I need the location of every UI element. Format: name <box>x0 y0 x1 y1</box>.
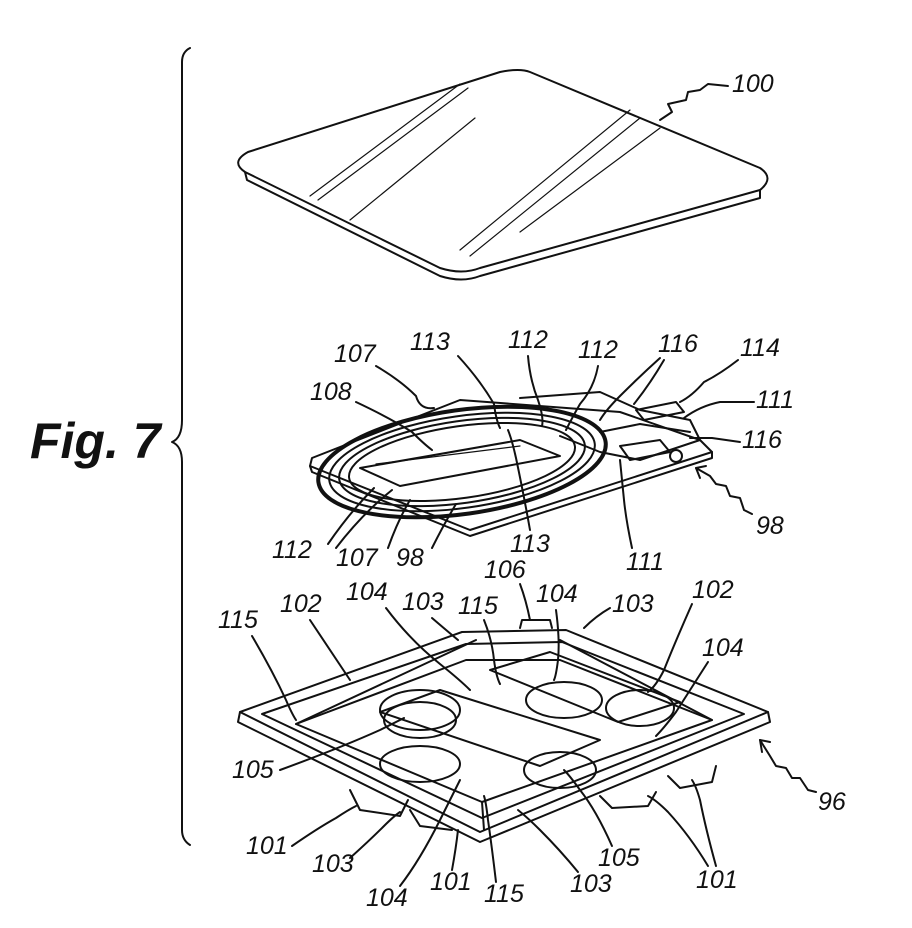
leader-101b <box>452 830 458 870</box>
label-103a: 103 <box>402 588 444 616</box>
leader-107a <box>376 366 434 408</box>
lid-100 <box>238 70 767 280</box>
label-101a: 101 <box>246 832 288 860</box>
label-108: 108 <box>310 378 352 406</box>
label-112a: 112 <box>508 326 548 354</box>
label-103d: 103 <box>570 870 612 898</box>
label-114: 114 <box>740 334 780 362</box>
label-115a: 115 <box>458 592 498 620</box>
label-112b: 112 <box>578 336 618 364</box>
label-100: 100 <box>732 70 774 98</box>
label-111a: 111 <box>756 386 794 414</box>
leader-103a <box>432 618 458 640</box>
label-115c: 115 <box>484 880 524 908</box>
leader-98a <box>696 468 752 514</box>
label-115b: 115 <box>218 606 258 634</box>
label-104a: 104 <box>346 578 388 606</box>
label-116a: 116 <box>658 330 698 358</box>
label-101b: 101 <box>430 868 472 896</box>
label-102b: 102 <box>692 576 734 604</box>
label-104b: 104 <box>536 580 578 608</box>
label-103b: 103 <box>612 590 654 618</box>
leader-103b <box>584 608 610 628</box>
label-98a: 98 <box>756 512 784 540</box>
base-tray-96 <box>238 620 770 842</box>
label-96: 96 <box>818 788 846 816</box>
leader-103c <box>350 812 400 858</box>
leader-102a <box>310 620 350 680</box>
leader-100 <box>660 84 728 120</box>
label-98b: 98 <box>396 544 424 572</box>
leader-106 <box>520 584 530 620</box>
label-105a: 105 <box>232 756 274 784</box>
leader-96 <box>760 740 816 792</box>
leader-101c <box>648 796 708 866</box>
label-103c: 103 <box>312 850 354 878</box>
figure-title: Fig. 7 <box>30 413 163 469</box>
leader-116a-2 <box>634 360 664 404</box>
leader-103d <box>518 810 578 872</box>
label-107a: 107 <box>334 340 377 368</box>
label-116b: 116 <box>742 426 782 454</box>
label-107b: 107 <box>336 544 379 572</box>
label-111b: 111 <box>626 548 664 576</box>
leader-101a <box>292 806 356 846</box>
leader-111a <box>684 402 754 418</box>
assembly-brace <box>172 48 190 845</box>
leader-101c-2 <box>692 780 716 866</box>
leader-111b <box>620 460 632 548</box>
label-113a: 113 <box>410 328 450 356</box>
label-102a: 102 <box>280 590 322 618</box>
label-104d: 104 <box>366 884 408 912</box>
leader-115b <box>252 636 296 720</box>
label-106: 106 <box>484 556 526 584</box>
leader-114 <box>680 360 738 402</box>
leader-115a <box>484 620 500 684</box>
label-104c: 104 <box>702 634 744 662</box>
label-105b: 105 <box>598 844 640 872</box>
label-101c: 101 <box>696 866 738 894</box>
label-112c: 112 <box>272 536 312 564</box>
tubing-tray-98 <box>310 390 712 536</box>
label-113b: 113 <box>510 530 550 558</box>
leader-104b <box>554 610 559 680</box>
